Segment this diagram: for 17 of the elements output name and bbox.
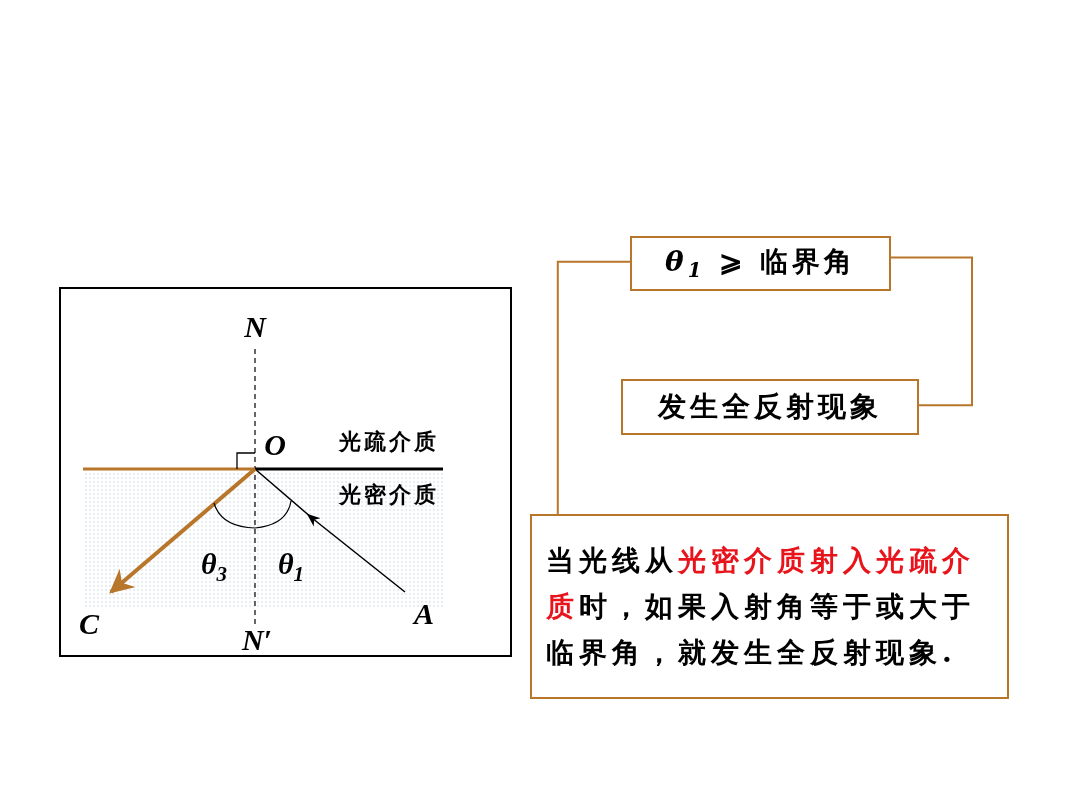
result-box — [621, 379, 919, 435]
box-text: θ$_{1}$ ⩾ 临界角 — [665, 244, 856, 283]
point-label: A — [414, 597, 434, 631]
medium-label: 光密介质 — [339, 481, 439, 509]
point-label: N — [244, 310, 266, 344]
angle-label: θ$_{1}$ — [277, 547, 305, 587]
point-label: O — [264, 428, 286, 462]
angle-label: θ$_{3}$ — [200, 547, 228, 587]
box-text: 发生全反射现象 — [658, 390, 882, 424]
point-label: N′ — [241, 623, 273, 657]
point-label: C — [79, 607, 99, 641]
connector-line — [890, 256, 973, 407]
explanation-box — [530, 514, 1009, 699]
medium-label: 光疏介质 — [339, 428, 439, 456]
connector-line — [556, 260, 631, 515]
condition-box — [630, 236, 891, 291]
explanation-text: 当光线从光密介质射入光疏介质时，如果入射角等于或大于临界角，就发生全反射现象. — [546, 542, 976, 671]
